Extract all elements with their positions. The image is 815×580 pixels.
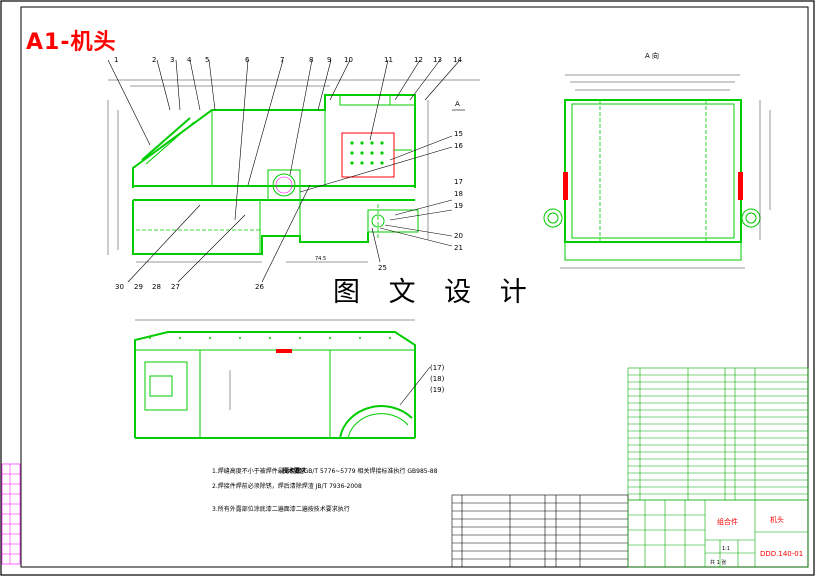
tech-notes-heading: 技术要求 (282, 468, 307, 475)
callout-30: 30 (115, 283, 124, 291)
callout-19: 19 (454, 202, 463, 210)
callout-16: 16 (454, 142, 463, 150)
title-block-drawing-no: DDD.140-01 (760, 550, 803, 558)
callout-25: 25 (378, 264, 387, 272)
callout-1: 1 (114, 56, 118, 64)
callout-27: 27 (171, 283, 180, 291)
section-mark: A (455, 100, 460, 108)
callout-4: 4 (187, 56, 192, 64)
side-view-a (543, 74, 771, 269)
callout-20: 20 (454, 232, 463, 240)
parts-list-lower (451, 494, 629, 568)
plan-callout-18: (18) (430, 375, 445, 383)
parts-list (627, 367, 809, 501)
tech-notes: 技术要求 1.焊缝高度不小于被焊件最薄厚度 GB/T 5776~5779 相关焊… (212, 466, 452, 513)
svg-text:74.5: 74.5 (315, 256, 326, 262)
callout-15: 15 (454, 130, 463, 138)
callout-2: 2 (152, 56, 156, 64)
callout-14: 14 (453, 56, 462, 64)
watermark-text: 图 文 设 计 (333, 277, 537, 308)
inner-border (20, 6, 809, 568)
drawing-title: A1-机头 (26, 30, 117, 55)
leader-lines (107, 59, 461, 283)
tech-note-1: 1.焊缝高度不小于被焊件最薄厚度 GB/T 5776~5779 相关焊接标准执行… (212, 468, 438, 475)
callout-17: 17 (454, 178, 463, 186)
callout-28: 28 (152, 283, 161, 291)
callout-9: 9 (327, 56, 331, 64)
callout-21: 21 (454, 244, 463, 252)
callout-6: 6 (245, 56, 250, 64)
tech-note-2: 2.焊接件焊前必须除锈，焊后清除焊渣 JB/T 7936-2008 (212, 483, 362, 490)
plan-view (134, 319, 431, 439)
title-block-scale: 1:1 (722, 546, 730, 552)
title-block-sheet: 共 1 张 (710, 559, 726, 566)
callout-8: 8 (309, 56, 313, 64)
view-label-a: A 向 (645, 51, 659, 60)
callout-26: 26 (255, 283, 264, 291)
front-view: 74.5 (107, 79, 480, 263)
title-block-name: 机头 (770, 515, 784, 524)
callout-13: 13 (433, 56, 442, 64)
callout-3: 3 (170, 56, 174, 64)
callout-7: 7 (280, 56, 284, 64)
plan-callout-19: (19) (430, 386, 445, 394)
title-block-material: 组合件 (717, 517, 738, 526)
tech-note-3: 3.所有外露部位涂底漆二遍面漆二遍按技术要求执行 (212, 506, 350, 513)
title-block (627, 499, 809, 568)
callout-18: 18 (454, 190, 463, 198)
callout-10: 10 (344, 56, 353, 64)
margin-stamp (1, 463, 21, 565)
plan-callout-17: (17) (430, 364, 445, 372)
callout-29: 29 (134, 283, 143, 291)
callout-5: 5 (205, 56, 209, 64)
callout-11: 11 (384, 56, 393, 64)
callout-12: 12 (414, 56, 423, 64)
